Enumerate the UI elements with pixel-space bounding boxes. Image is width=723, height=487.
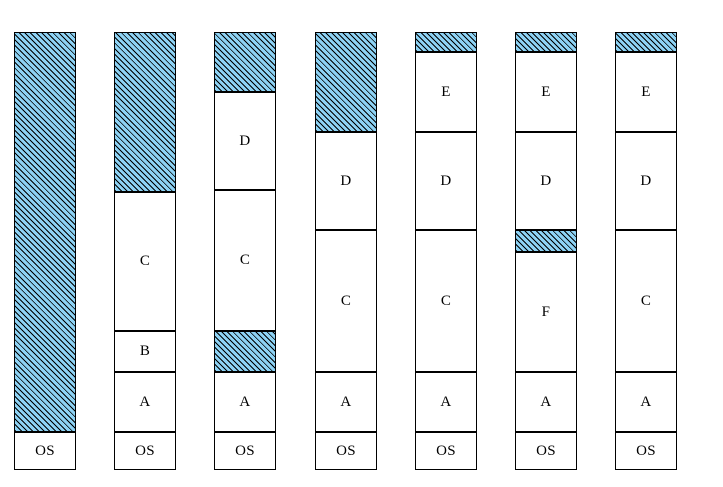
memory-block-free-col2 (114, 32, 176, 192)
block-label: A (139, 393, 151, 410)
memory-block-free-col1 (14, 32, 76, 432)
block-label: D (239, 132, 251, 149)
memory-block-os-col4: OS (315, 432, 377, 470)
block-label: OS (536, 442, 556, 459)
block-label: D (340, 172, 352, 189)
memory-block-os-col6: OS (515, 432, 577, 470)
block-label: A (340, 393, 352, 410)
memory-block-os-col1: OS (14, 432, 76, 470)
memory-block-d-col7: D (615, 132, 677, 230)
block-label: E (641, 83, 651, 100)
block-label: OS (336, 442, 356, 459)
memory-column-2: C B A OS (114, 0, 176, 487)
memory-block-c-col2: C (114, 192, 176, 331)
memory-column-1: OS (14, 0, 76, 487)
memory-block-d-col4: D (315, 132, 377, 230)
block-label: C (440, 292, 452, 309)
block-label: D (640, 172, 652, 189)
memory-column-5: E D C A OS (415, 0, 477, 487)
memory-block-b-col2: B (114, 331, 176, 372)
memory-block-os-col2: OS (114, 432, 176, 470)
block-label: C (139, 253, 151, 269)
memory-block-a-col4: A (315, 372, 377, 432)
memory-block-d-col6: D (515, 132, 577, 230)
memory-column-6: E D F A OS (515, 0, 577, 487)
block-label: B (139, 343, 151, 359)
block-label: D (440, 172, 452, 189)
memory-block-c-col4: C (315, 230, 377, 372)
block-label: OS (235, 442, 255, 459)
memory-block-a-col7: A (615, 372, 677, 432)
memory-block-a-col2: A (114, 372, 176, 432)
block-label: OS (436, 442, 456, 459)
block-label: OS (35, 442, 55, 459)
block-label: A (540, 393, 552, 410)
memory-block-a-col5: A (415, 372, 477, 432)
memory-block-os-col5: OS (415, 432, 477, 470)
memory-block-free-col7 (615, 32, 677, 52)
memory-block-free-col6 (515, 230, 577, 252)
memory-block-a-col6: A (515, 372, 577, 432)
block-label: OS (135, 442, 155, 459)
memory-block-free-col5 (415, 32, 477, 52)
block-label: C (640, 292, 652, 309)
memory-block-e-col6: E (515, 52, 577, 132)
memory-block-e-col7: E (615, 52, 677, 132)
memory-block-e-col5: E (415, 52, 477, 132)
memory-column-3: D C A OS (214, 0, 276, 487)
block-label: E (541, 83, 551, 100)
block-label: OS (636, 442, 656, 459)
memory-block-f-col6: F (515, 252, 577, 372)
memory-column-7: E D C A OS (615, 0, 677, 487)
block-label: A (640, 393, 652, 410)
block-label: C (340, 292, 352, 309)
block-label: C (239, 252, 251, 268)
memory-block-os-col7: OS (615, 432, 677, 470)
memory-block-os-col3: OS (214, 432, 276, 470)
memory-block-c-col3: C (214, 190, 276, 331)
block-label: A (440, 393, 452, 410)
block-label: E (441, 83, 451, 100)
memory-block-free-col4 (315, 32, 377, 132)
block-label: A (239, 393, 251, 410)
memory-block-free-col3 (214, 331, 276, 372)
memory-block-free-col6 (515, 32, 577, 52)
memory-block-d-col3: D (214, 92, 276, 190)
memory-block-free-col3 (214, 32, 276, 92)
memory-block-a-col3: A (214, 372, 276, 432)
memory-block-c-col7: C (615, 230, 677, 372)
memory-block-d-col5: D (415, 132, 477, 230)
block-label: D (540, 172, 552, 189)
memory-column-4: D C A OS (315, 0, 377, 487)
block-label: F (541, 303, 551, 320)
memory-block-c-col5: C (415, 230, 477, 372)
